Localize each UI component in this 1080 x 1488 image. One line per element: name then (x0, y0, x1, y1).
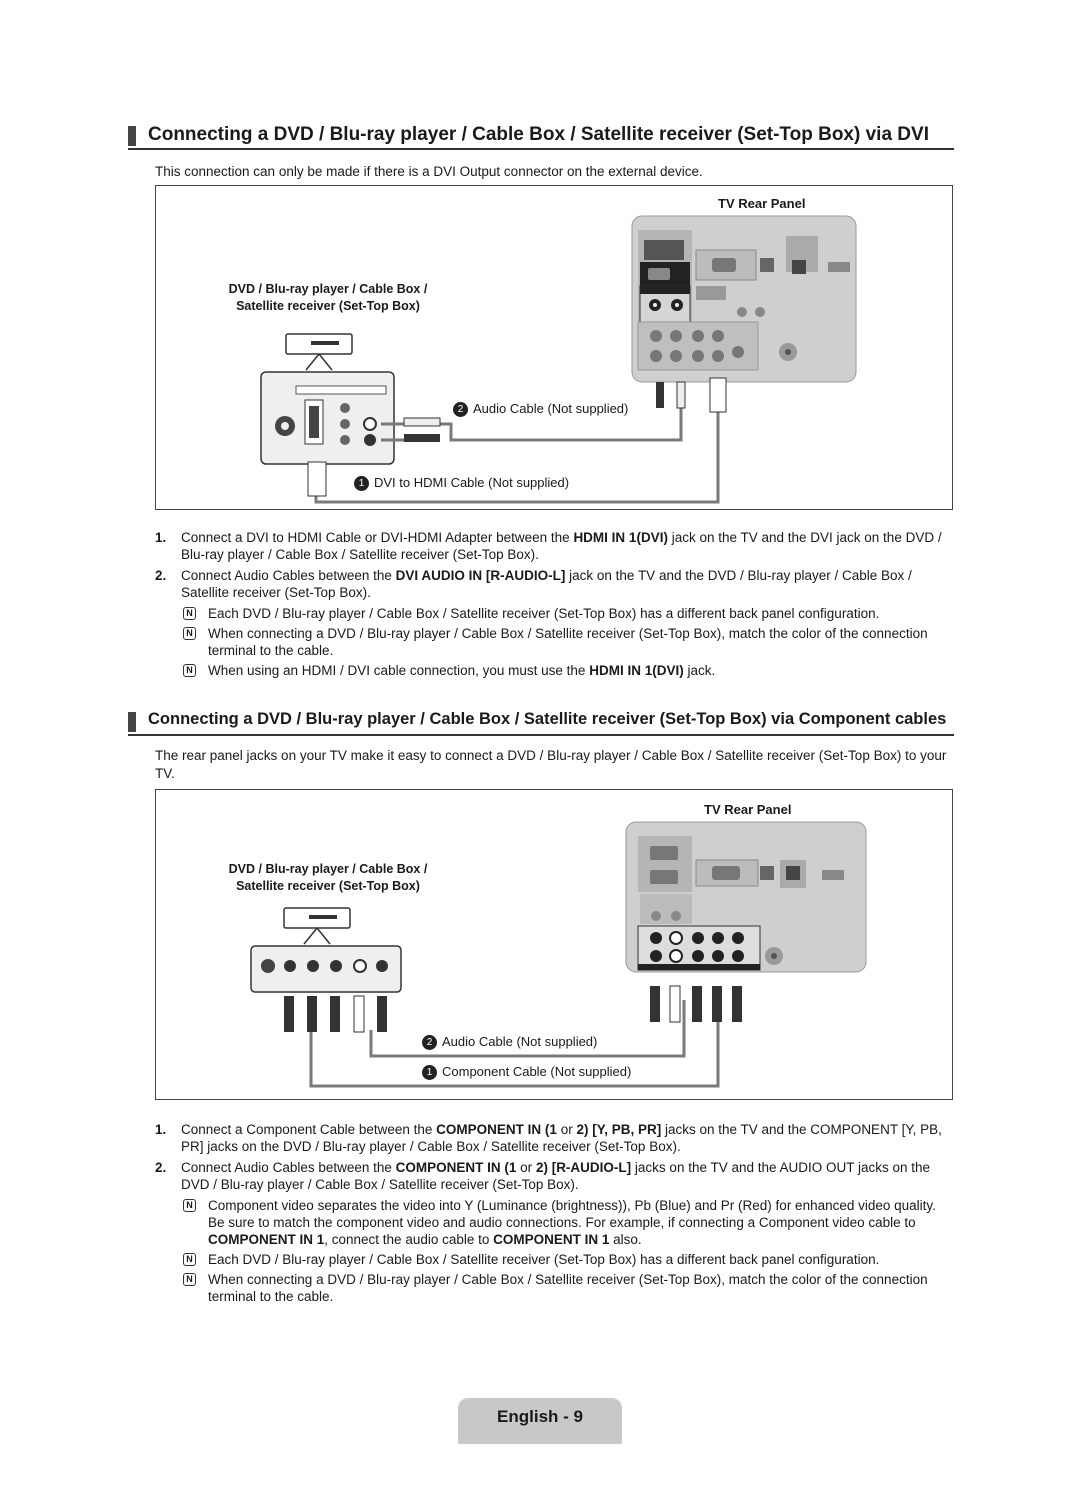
text: Connect a Component Cable between the (181, 1122, 437, 1137)
device-label-line1: DVD / Blu-ray player / Cable Box / (228, 862, 428, 876)
bold-text: COMPONENT IN (1 (436, 1122, 557, 1137)
step-number: 2. (155, 568, 167, 583)
bold-text: COMPONENT IN 1 (493, 1232, 610, 1247)
cable-number-1: 1 (422, 1065, 437, 1080)
text: Each DVD / Blu-ray player / Cable Box / … (208, 606, 880, 621)
step-number: 1. (155, 530, 167, 545)
audio-cable-label: 2 Audio Cable (Not supplied) (453, 401, 628, 417)
title-marker (128, 126, 136, 146)
bold-text: COMPONENT IN (1 (395, 1160, 517, 1175)
text: When using an HDMI / DVI cable connectio… (208, 663, 590, 678)
section2-title-text: Connecting a DVD / Blu-ray player / Cabl… (148, 710, 947, 728)
component-cable-text: Component Cable (Not supplied) (442, 1064, 632, 1079)
bold-text: HDMI IN 1(DVI) (573, 530, 668, 545)
tv-rear-panel (631, 215, 857, 383)
audio-cable-plugs (307, 377, 727, 497)
section1-title: Connecting a DVD / Blu-ray player / Cabl… (128, 124, 954, 150)
instruction-step: 2. Connect Audio Cables between the COMPO… (155, 1159, 955, 1193)
text: also. (609, 1232, 642, 1247)
dvd-player-device (285, 333, 353, 371)
bold-text: HDMI IN 1(DVI) (589, 663, 684, 678)
bold-text: 2) [R-AUDIO-L] (535, 1160, 632, 1175)
cable-number-2: 2 (453, 402, 468, 417)
instruction-step: 2. Connect Audio Cables between the DVI A… (155, 567, 955, 601)
dvi-connection-diagram: TV Rear Panel DVD / Blu-ray player / Cab… (155, 185, 953, 510)
cable-plugs (284, 985, 742, 1033)
tv-rear-panel-label: TV Rear Panel (704, 802, 792, 817)
step-number: 1. (155, 1122, 167, 1137)
note: N Each DVD / Blu-ray player / Cable Box /… (155, 1251, 955, 1268)
component-connection-diagram: TV Rear Panel DVD / Blu-ray player / Cab… (155, 789, 953, 1100)
text: jack. (683, 663, 716, 678)
dvi-cable-label: 1 DVI to HDMI Cable (Not supplied) (354, 475, 569, 491)
note-icon: N (183, 607, 196, 620)
section1-instructions: 1. Connect a DVI to HDMI Cable or DVI-HDM… (155, 529, 955, 682)
section2-title: Connecting a DVD / Blu-ray player / Cabl… (128, 710, 954, 736)
note-icon: N (183, 664, 196, 677)
note-icon: N (183, 1273, 196, 1286)
dvi-cable-text: DVI to HDMI Cable (Not supplied) (374, 475, 570, 490)
section1-intro: This connection can only be made if ther… (155, 164, 703, 179)
device-back-panel (250, 945, 402, 993)
cable-number-1: 1 (354, 476, 369, 491)
cables (309, 1000, 720, 1088)
step-number: 2. (155, 1160, 167, 1175)
bold-text: COMPONENT IN 1 (208, 1232, 325, 1247)
note: N Each DVD / Blu-ray player / Cable Box /… (155, 605, 955, 622)
note-icon: N (183, 627, 196, 640)
text: jack on the TV and the DVI jack on the D… (181, 530, 942, 562)
note-icon: N (183, 1199, 196, 1212)
note: N When connecting a DVD / Blu-ray player … (155, 1271, 955, 1305)
device-label-line2: Satellite receiver (Set-Top Box) (236, 299, 420, 313)
component-diagram-graphic (250, 821, 867, 1088)
text: jack on the TV and the DVD / Blu-ray pla… (181, 568, 912, 600)
note: N When connecting a DVD / Blu-ray player … (155, 625, 955, 659)
text: Connect Audio Cables between the (181, 568, 396, 583)
text: or (516, 1160, 536, 1175)
audio-cable-label: 2 Audio Cable (Not supplied) (422, 1034, 597, 1050)
dvd-player-device (283, 907, 351, 945)
text: jacks on the TV and the AUDIO OUT jacks … (181, 1160, 931, 1192)
text: Each DVD / Blu-ray player / Cable Box / … (208, 1252, 880, 1267)
tv-rear-panel-label: TV Rear Panel (718, 196, 806, 211)
text: jacks on the TV and the COMPONENT [Y, PB… (181, 1122, 942, 1154)
text: Component video separates the video into… (208, 1198, 936, 1230)
instruction-step: 1. Connect a DVI to HDMI Cable or DVI-HDM… (155, 529, 955, 563)
bold-text: DVI AUDIO IN [R-AUDIO-L] (395, 568, 566, 583)
section2-intro: The rear panel jacks on your TV make it … (155, 748, 947, 781)
dvi-diagram-graphic (260, 215, 857, 504)
section1-title-text: Connecting a DVD / Blu-ray player / Cabl… (148, 124, 929, 145)
text: When connecting a DVD / Blu-ray player /… (208, 1272, 928, 1304)
device-label-line2: Satellite receiver (Set-Top Box) (236, 879, 420, 893)
page-number-tab: English - 9 (458, 1398, 622, 1444)
text: When connecting a DVD / Blu-ray player /… (208, 626, 928, 658)
note: N Component video separates the video int… (155, 1197, 955, 1248)
instruction-step: 1.Connect a Component Cable between the … (155, 1121, 955, 1155)
device-back-panel (260, 371, 395, 465)
text: or (556, 1122, 577, 1137)
audio-cable-text: Audio Cable (Not supplied) (473, 401, 629, 416)
cable-number-2: 2 (422, 1035, 437, 1050)
component-cable-label: 1 Component Cable (Not supplied) (422, 1064, 631, 1080)
tv-rear-panel (625, 821, 867, 973)
note-icon: N (183, 1253, 196, 1266)
bold-text: 2) [Y, PB, PR] (576, 1122, 662, 1137)
text: Connect Audio Cables between the (181, 1160, 396, 1175)
section2-instructions: 1.Connect a Component Cable between the … (155, 1121, 955, 1308)
text: , connect the audio cable to (324, 1232, 494, 1247)
text: Connect a DVI to HDMI Cable or DVI-HDMI … (181, 530, 574, 545)
title-marker (128, 712, 136, 732)
audio-cable-text: Audio Cable (Not supplied) (442, 1034, 598, 1049)
note: N When using an HDMI / DVI cable connecti… (155, 662, 955, 679)
device-label-line1: DVD / Blu-ray player / Cable Box / (228, 282, 428, 296)
